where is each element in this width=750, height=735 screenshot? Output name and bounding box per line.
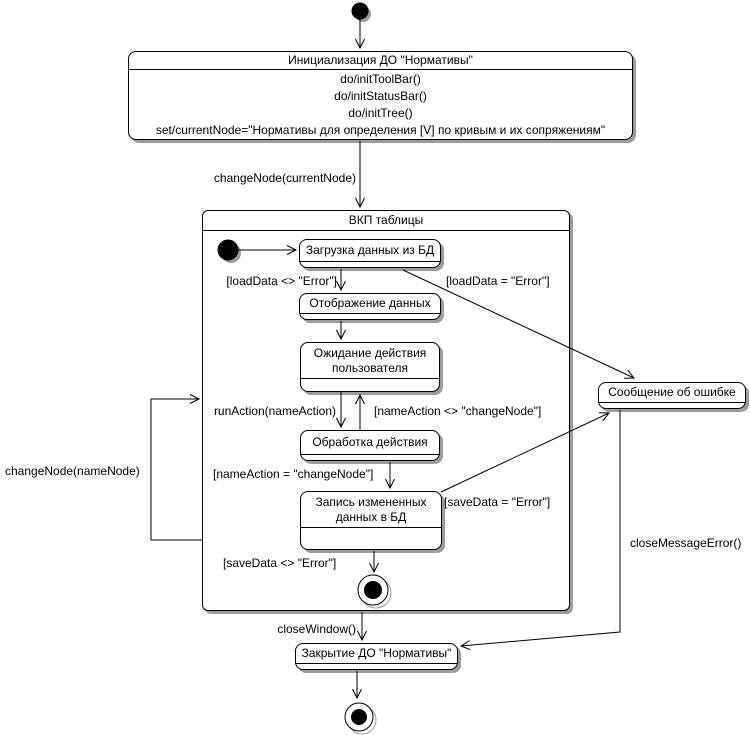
- transition-label-name-action-neq: [nameAction <> "changeNode"]: [374, 404, 542, 418]
- final-shadow: [347, 705, 377, 735]
- transition-changenode-name-line: [150, 394, 202, 541]
- state-display-data: Отображение данных: [299, 293, 441, 320]
- state-error-message: Сообщение об ошибке: [598, 382, 746, 409]
- state-wait-user-action-title: Ожидание действия пользователя: [301, 343, 439, 379]
- state-load-data: Загрузка данных из БД: [299, 239, 441, 268]
- transition-label-close-message-error: closeMessageError(): [630, 536, 742, 550]
- state-save-data-title: Запись измененных данных в БД: [301, 492, 441, 528]
- state-init-do-normativy: Инициализация ДО "Нормативы" do/initTool…: [128, 51, 633, 140]
- state-close-do-title: Закрытие ДО "Нормативы": [296, 644, 457, 664]
- state-init-actions: do/initToolBar() do/initStatusBar() do/i…: [129, 70, 632, 140]
- transition-label-close-window: closeWindow(): [277, 622, 356, 636]
- state-wait-user-action: Ожидание действия пользователя: [300, 342, 440, 392]
- action-init-tree: do/initTree(): [348, 106, 413, 120]
- state-save-data: Запись измененных данных в БД: [300, 491, 442, 550]
- state-process-action-title: Обработка действия: [301, 431, 439, 455]
- state-init-title: Инициализация ДО "Нормативы": [129, 52, 632, 70]
- transition-label-load-error: [loadData = "Error"]: [446, 274, 550, 288]
- action-set-current-node: set/currentNode="Нормативы для определен…: [155, 123, 606, 137]
- action-init-toolbar: do/initToolBar(): [340, 72, 421, 86]
- state-vkp-table-title: ВКП таблицы: [203, 211, 569, 231]
- transition-label-load-ok: [loadData <> "Error"]: [226, 274, 337, 288]
- state-load-data-title: Загрузка данных из БД: [300, 240, 440, 262]
- state-close-do-normativy: Закрытие ДО "Нормативы": [295, 643, 458, 670]
- final-state-core: [351, 709, 367, 725]
- state-display-data-title: Отображение данных: [300, 294, 440, 314]
- state-error-message-title: Сообщение об ошибке: [599, 383, 745, 403]
- action-init-statusbar: do/initStatusBar(): [334, 89, 427, 103]
- final-state-icon: [344, 702, 374, 732]
- transition-label-changenode-current: changeNode(currentNode): [213, 171, 356, 185]
- transition-label-changenode-name: changeNode(nameNode): [5, 464, 140, 478]
- transition-label-save-ok: [saveData <> "Error"]: [223, 556, 337, 570]
- transition-label-save-error: [saveData = "Error"]: [444, 495, 551, 509]
- transition-label-name-action-eq: [nameAction = "changeNode"]: [213, 467, 374, 481]
- transition-label-run-action: runAction(nameAction): [213, 404, 336, 418]
- state-process-action: Обработка действия: [300, 430, 440, 461]
- initial-state-icon: [351, 2, 369, 20]
- initial-dot-shadow: [355, 6, 371, 22]
